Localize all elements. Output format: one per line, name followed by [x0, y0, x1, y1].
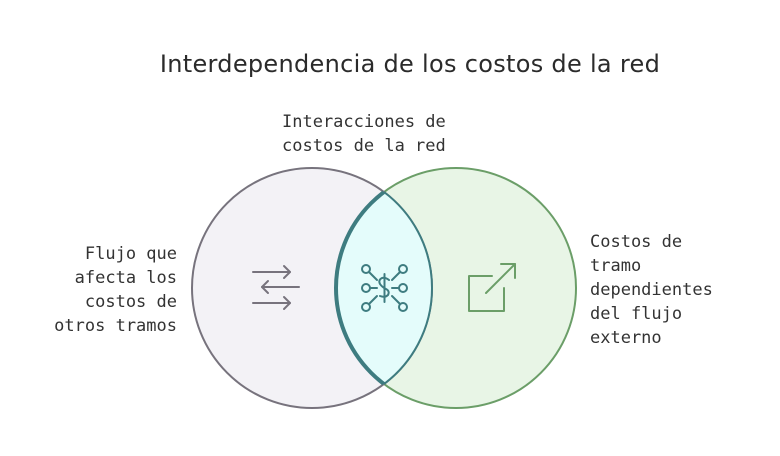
left-circle-label: Flujo que afecta los costos de otros tra…	[54, 244, 177, 336]
cost-network-icon	[361, 264, 408, 312]
overlap-region	[334, 168, 432, 408]
right-circle-label: Costos de tramo dependientes del flujo e…	[590, 232, 713, 348]
external-link-icon	[468, 263, 516, 312]
overlap-label: Interacciones de costos de la red	[282, 112, 446, 156]
diagram-title: Interdependencia de los costos de la red	[159, 50, 661, 78]
arrows-exchange-icon	[252, 265, 300, 310]
